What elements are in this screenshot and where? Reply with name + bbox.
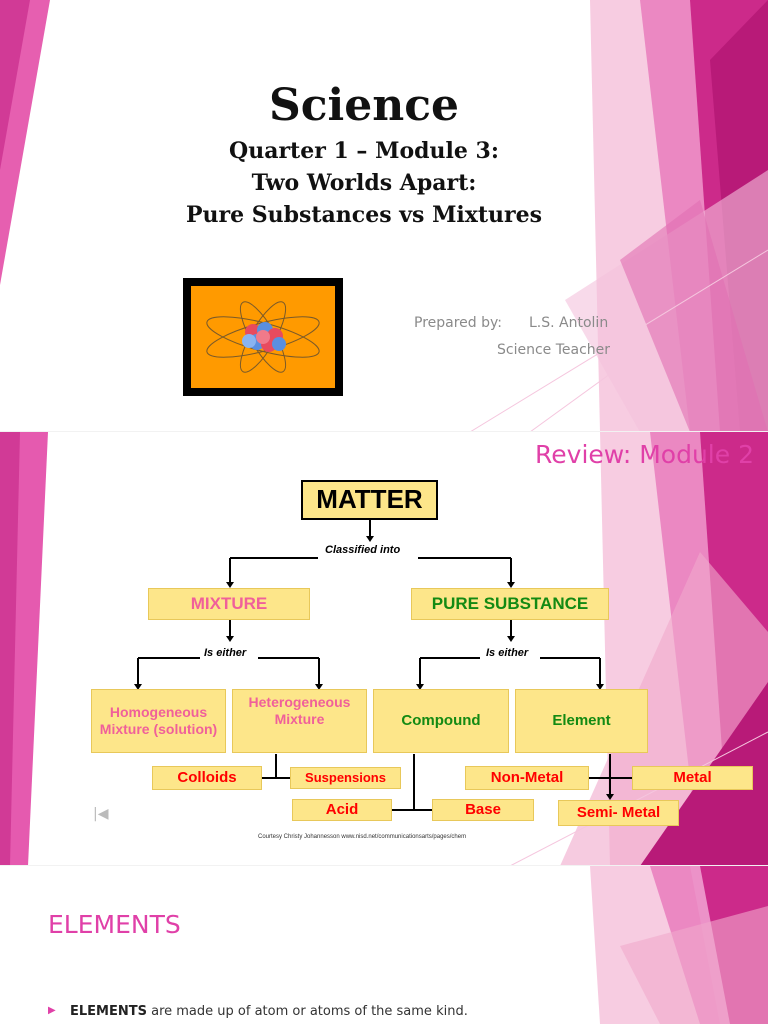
elements-bullet-text: ELEMENTS are made up of atom or atoms of… [70, 1004, 468, 1019]
is-either-left-label: Is either [201, 647, 250, 659]
matter-box: MATTER [301, 480, 438, 520]
subtitle-line-3: Pure Substances vs Mixtures [185, 202, 543, 228]
subtitle-line-1: Quarter 1 – Module 3: [229, 138, 499, 164]
suspensions-box: Suspensions [290, 767, 401, 789]
semi-metal-box: Semi- Metal [558, 800, 679, 826]
classified-into-label: Classified into [322, 544, 404, 556]
is-either-right-label: Is either [483, 647, 532, 659]
atom-image [183, 278, 343, 396]
elements-slide: ELEMENTS ▶ ELEMENTS are made up of atom … [0, 866, 768, 1024]
author-name: L.S. Antolin [529, 315, 609, 331]
decorative-pink-shapes [590, 866, 768, 1024]
slide-title: Science [268, 80, 460, 131]
previous-slide-icon[interactable]: |◀ [93, 806, 109, 822]
elements-heading: ELEMENTS [48, 910, 181, 939]
elements-bullet-rest: are made up of atom or atoms of the same… [146, 1004, 468, 1019]
review-slide: Review: Module 2 [0, 432, 768, 866]
pure-substance-box: PURE SUBSTANCE [411, 588, 609, 620]
elements-bullet-bold: ELEMENTS [70, 1004, 147, 1019]
colloids-box: Colloids [152, 766, 262, 790]
author-role: Science Teacher [497, 342, 611, 358]
decorative-pink-shapes [0, 0, 768, 432]
courtesy-credit: Courtesy Christy Johannesson www.nisd.ne… [258, 834, 467, 840]
element-box: Element [515, 689, 648, 753]
atom-icon [206, 301, 320, 373]
base-box: Base [432, 799, 534, 821]
bullet-arrow-icon: ▶ [48, 1005, 56, 1016]
acid-box: Acid [292, 799, 392, 821]
review-heading: Review: Module 2 [535, 440, 754, 469]
mixture-box: MIXTURE [148, 588, 310, 620]
metal-box: Metal [632, 766, 753, 790]
non-metal-box: Non-Metal [465, 766, 589, 790]
subtitle-line-2: Two Worlds Apart: [251, 170, 477, 196]
heterogeneous-mixture-box: Heterogeneous Mixture [232, 689, 367, 753]
homogeneous-mixture-box: Homogeneous Mixture (solution) [91, 689, 226, 753]
prepared-by-label: Prepared by: [414, 315, 502, 331]
compound-box: Compound [373, 689, 509, 753]
title-slide: Science Quarter 1 – Module 3: Two Worlds… [0, 0, 768, 432]
